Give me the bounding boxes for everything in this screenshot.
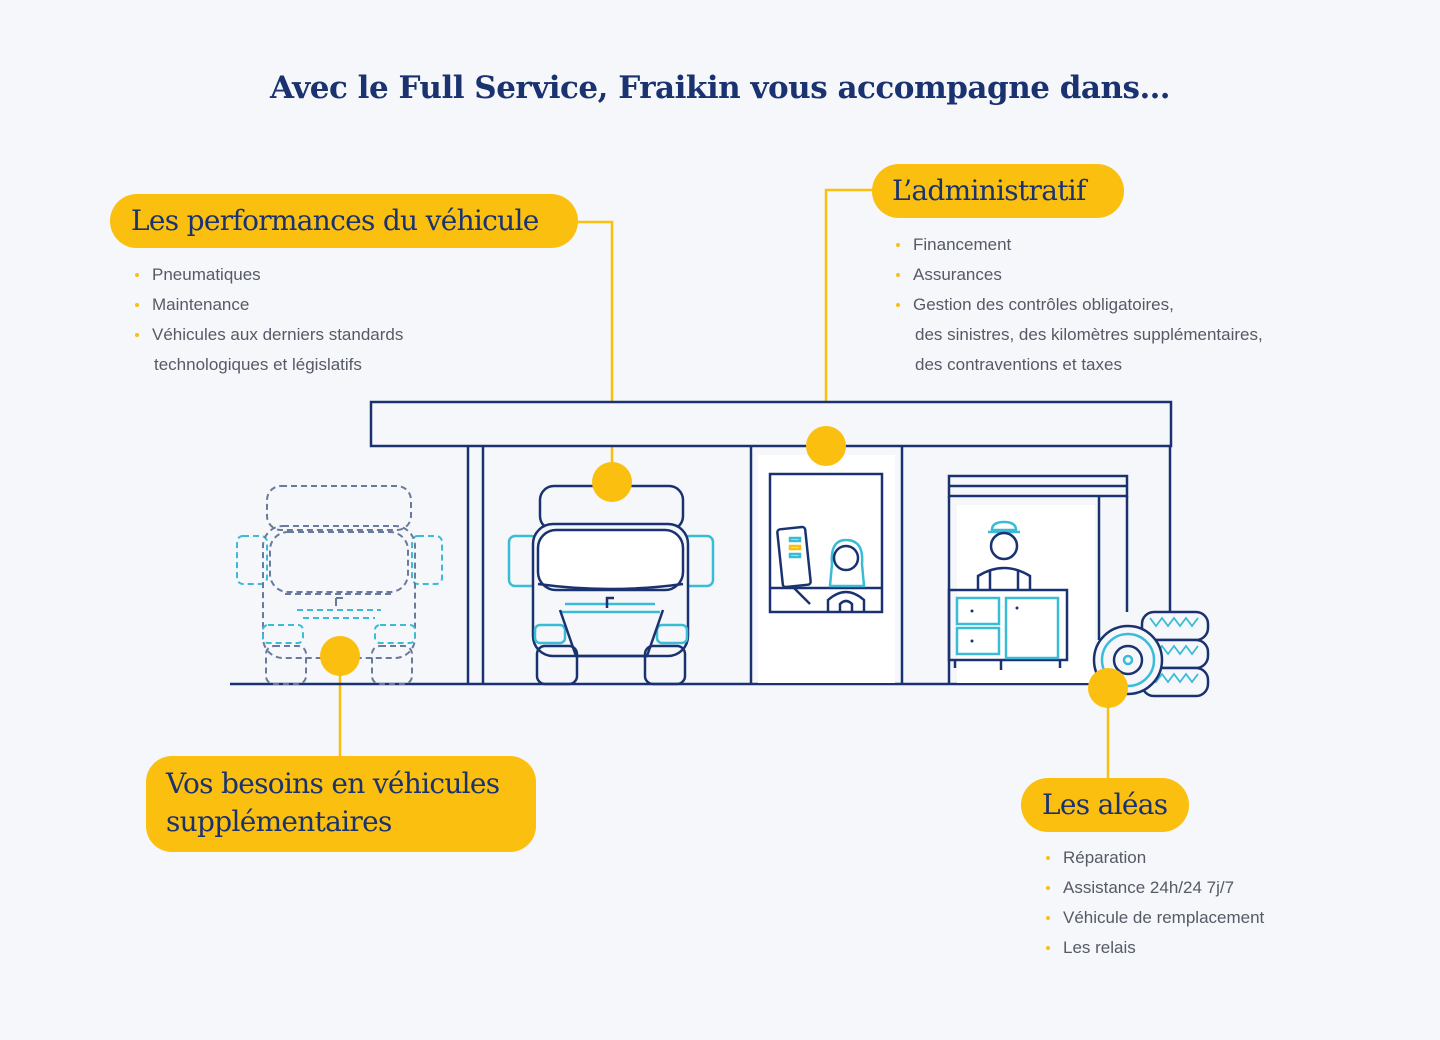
performances-list: Pneumatiques Maintenance Véhicules aux d… [135, 260, 403, 380]
administratif-list: Financement Assurances Gestion des contr… [896, 230, 1263, 380]
performances-label: Les performances du véhicule [110, 194, 578, 248]
aleas-label: Les aléas [1021, 778, 1189, 832]
list-item: Pneumatiques [135, 260, 403, 290]
list-item: Financement [896, 230, 1263, 260]
connector-dots [320, 426, 1128, 708]
roof [369, 400, 1173, 448]
besoins-label: Vos besoins en véhicules supplémentaires [146, 756, 536, 852]
list-item-text: Gestion des contrôles obligatoires, [913, 295, 1174, 314]
list-item: Gestion des contrôles obligatoires, des s… [896, 290, 1263, 380]
office-desk-icon [758, 455, 895, 683]
list-item: Véhicule de remplacement [1046, 903, 1264, 933]
dot-aleas [1088, 668, 1128, 708]
besoins-label-line2: supplémentaires [166, 805, 392, 838]
list-item-continuation: des sinistres, des kilomètres supplément… [915, 325, 1263, 344]
page-title: Avec le Full Service, Fraikin vous accom… [269, 70, 1171, 106]
administratif-label: L’administratif [872, 164, 1124, 218]
mechanic-icon [947, 474, 1129, 684]
list-item-continuation: technologiques et législatifs [154, 355, 362, 374]
connector-administratif [824, 188, 872, 445]
besoins-label-line1: Vos besoins en véhicules [166, 767, 500, 800]
dot-besoins [320, 636, 360, 676]
dot-performances [592, 462, 632, 502]
truck-front-icon [507, 484, 715, 686]
list-item: Assurances [896, 260, 1263, 290]
list-item: Assistance 24h/24 7j/7 [1046, 873, 1264, 903]
truck-outline-dashed-icon [236, 485, 443, 685]
dot-administratif [806, 426, 846, 466]
list-item: Maintenance [135, 290, 403, 320]
list-item: Les relais [1046, 933, 1264, 963]
connector-performances [576, 220, 614, 482]
list-item-text: Véhicules aux derniers standards [152, 325, 404, 344]
aleas-list: Réparation Assistance 24h/24 7j/7 Véhicu… [1046, 843, 1264, 963]
list-item: Réparation [1046, 843, 1264, 873]
building [230, 400, 1173, 686]
list-item-continuation: des contraventions et taxes [915, 355, 1122, 374]
list-item: Véhicules aux derniers standards technolo… [135, 320, 403, 380]
